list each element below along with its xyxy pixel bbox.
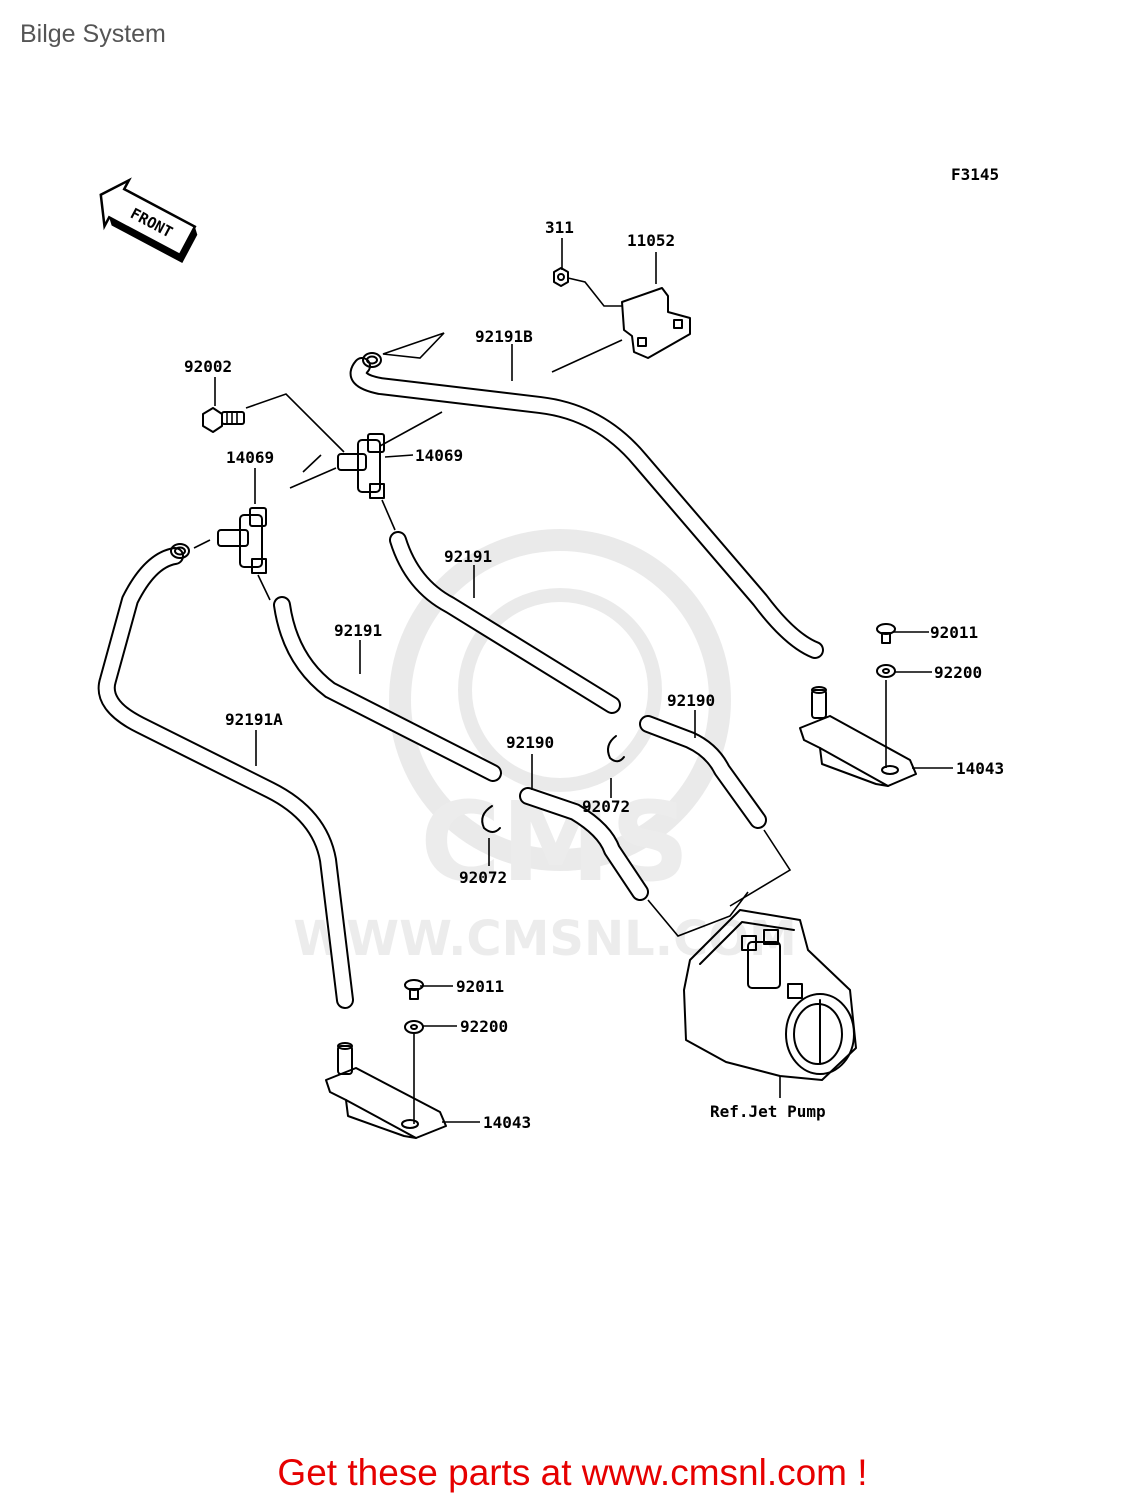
watermark-url: WWW.CMSNL.COM	[293, 911, 797, 967]
label-311: 311	[545, 218, 574, 237]
clamp-92072-right	[607, 735, 625, 763]
nut-311	[553, 267, 569, 287]
watermark-logo-ring	[389, 529, 731, 871]
label-14069-left: 14069	[226, 448, 274, 467]
label-11052: 11052	[627, 231, 675, 250]
label-92190-left: 92190	[506, 733, 554, 752]
hose-92191-lower	[273, 596, 502, 782]
diagram-code: F3145	[951, 165, 999, 184]
bilge-filter-14043-left	[325, 1042, 447, 1139]
page-title: Bilge System	[20, 20, 166, 48]
washer-92200-right	[876, 664, 896, 678]
fitting-14069-right	[337, 433, 385, 499]
front-arrow-icon: FRONT	[99, 177, 198, 264]
label-92200-left: 92200	[460, 1017, 508, 1036]
leader-lines	[193, 238, 953, 1124]
label-92191-upper: 92191	[444, 547, 492, 566]
label-14043-right: 14043	[956, 759, 1004, 778]
label-92002: 92002	[184, 357, 232, 376]
hose-92190-right	[639, 715, 767, 829]
bilge-filter-14043-right	[799, 686, 917, 787]
watermark-logo-face	[458, 588, 662, 792]
jet-pump-reference	[683, 909, 857, 1081]
bolt-92002	[202, 407, 245, 433]
label-ref-jet-pump: Ref.Jet Pump	[710, 1102, 826, 1121]
label-92011-right: 92011	[930, 623, 978, 642]
screw-92011-right	[876, 623, 896, 644]
label-92072-left: 92072	[459, 868, 507, 887]
hose-92191-upper	[389, 531, 621, 714]
label-92072-right: 92072	[582, 797, 630, 816]
label-14043-left: 14043	[483, 1113, 531, 1132]
washer-92200-left	[404, 1020, 424, 1034]
label-92011-left: 92011	[456, 977, 504, 996]
bracket-11052	[621, 287, 691, 359]
label-92191b: 92191B	[475, 327, 533, 346]
hose-92191a	[97, 543, 354, 1009]
get-parts-link[interactable]: Get these parts at www.cmsnl.com !	[277, 1452, 868, 1493]
hose-92190-left	[519, 787, 649, 901]
screw-92011-left	[404, 979, 424, 1000]
label-92190-right: 92190	[667, 691, 715, 710]
label-14069-right: 14069	[415, 446, 463, 465]
fitting-14069-left	[217, 507, 267, 574]
label-92191a: 92191A	[225, 710, 283, 729]
label-92191-lower: 92191	[334, 621, 382, 640]
label-92200-right: 92200	[934, 663, 982, 682]
clamp-92072-left	[481, 805, 501, 833]
hose-92191b	[349, 352, 824, 659]
